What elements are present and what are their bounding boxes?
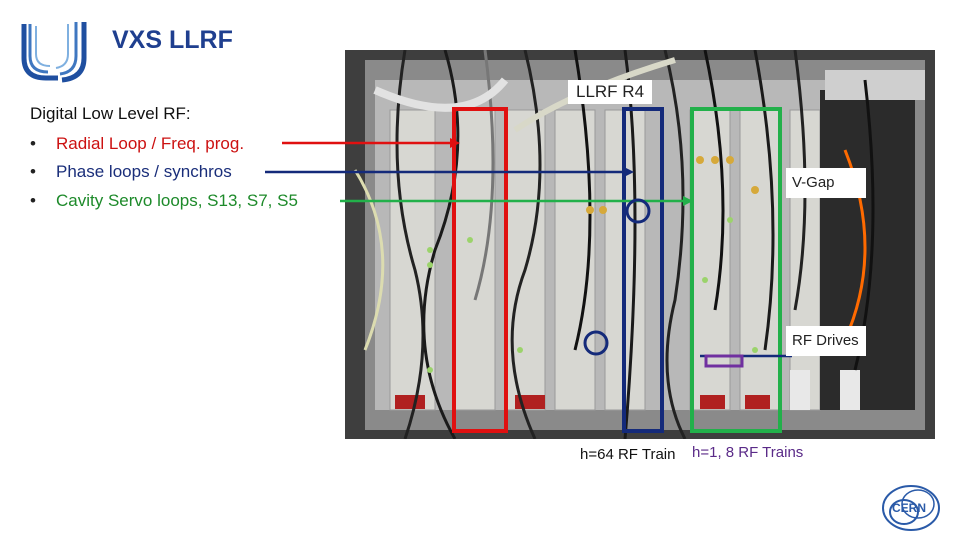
caption-h1: h=1, 8 RF Trains: [692, 444, 804, 461]
bullet-radial-loop: • Radial Loop / Freq. prog.: [30, 134, 244, 154]
bullet-cavity-servo: • Cavity Servo loops, S13, S7, S5: [30, 191, 298, 211]
bullet-glyph: •: [30, 134, 36, 153]
svg-text:CERN: CERN: [892, 501, 926, 515]
bullet-glyph: •: [30, 191, 36, 210]
cern-logo-icon: CERN: [882, 485, 940, 531]
bullet-text: Phase loops / synchros: [56, 162, 232, 181]
bullet-glyph: •: [30, 162, 36, 181]
subtitle: Digital Low Level RF:: [30, 104, 191, 123]
crate-label: LLRF R4: [568, 80, 653, 104]
red-frame-radial-loop: [452, 107, 508, 433]
rf-drives-label: RF Drives: [786, 326, 866, 356]
bullet-text: Radial Loop / Freq. prog.: [56, 134, 245, 153]
bullet-text: Cavity Servo loops, S13, S7, S5: [56, 191, 298, 210]
page-title: VXS LLRF: [112, 26, 233, 54]
green-frame-cavity-servo: [690, 107, 782, 433]
blue-frame-phase-loops: [622, 107, 664, 433]
vgap-label: V-Gap: [786, 168, 866, 198]
bullet-phase-loops: • Phase loops / synchros: [30, 162, 232, 182]
crate-photo: [345, 50, 935, 439]
crate-illustration: [345, 50, 935, 439]
caption-h64: h=64 RF Train: [580, 446, 676, 463]
university-logo-icon: [21, 22, 87, 83]
